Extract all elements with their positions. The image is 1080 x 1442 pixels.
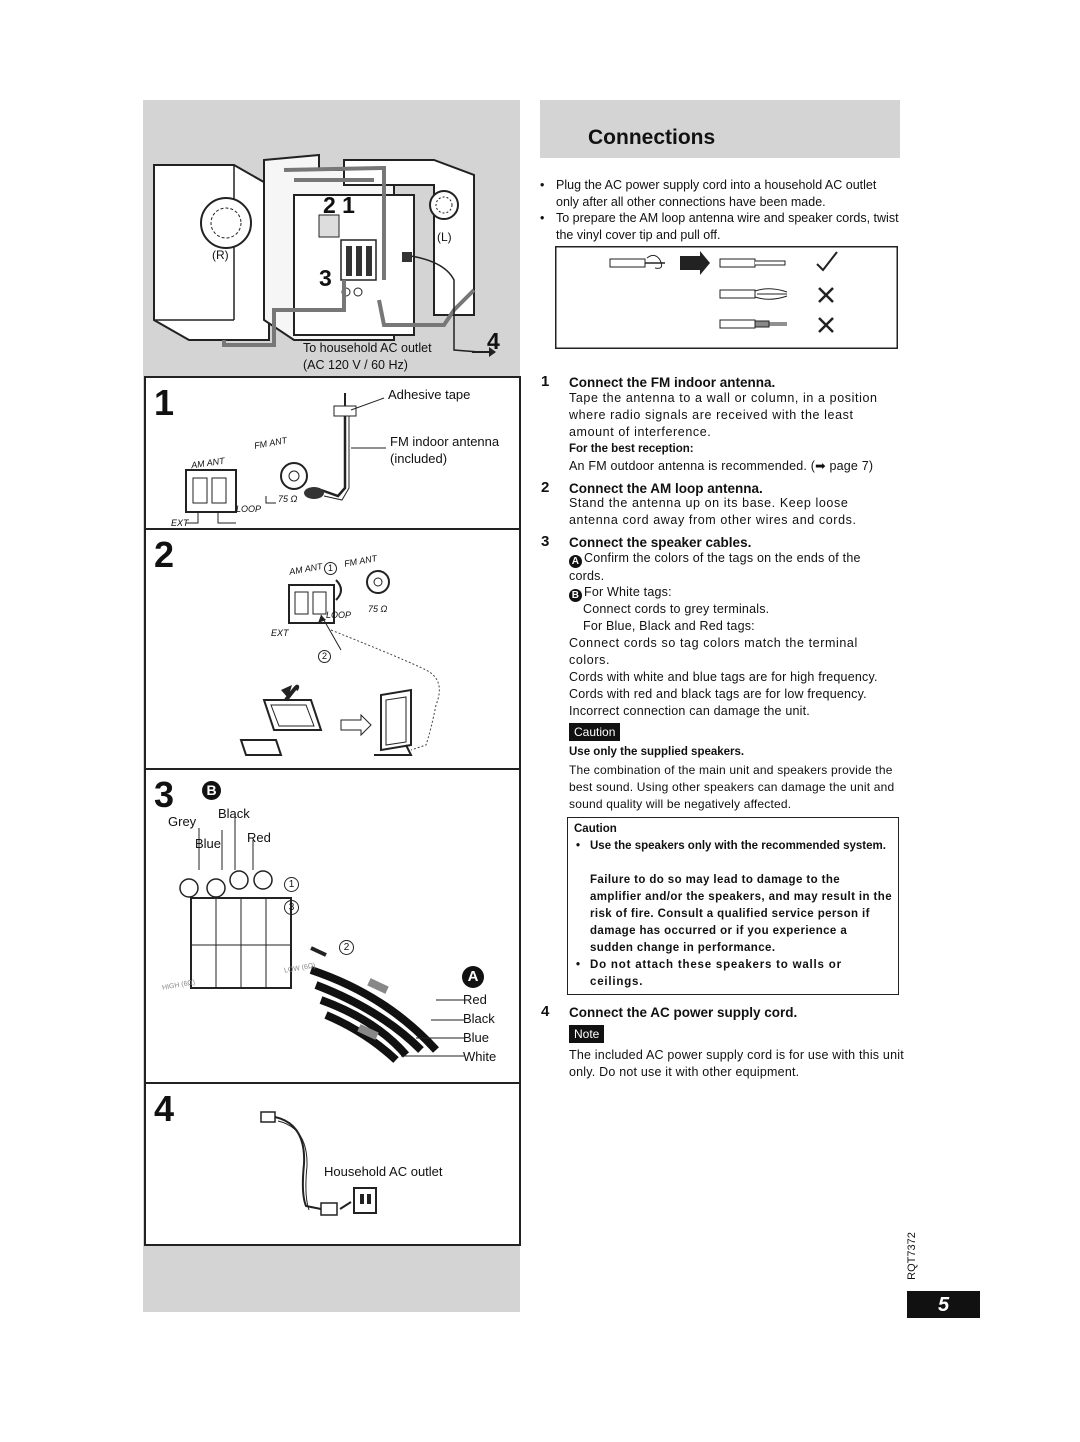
- ac-cord-illustration: [260, 1111, 377, 1216]
- step-4-heading: Connect the AC power supply cord.: [569, 1005, 798, 1020]
- callout-1: 1: [284, 877, 299, 892]
- step-2-body: Stand the antenna up on its base. Keep l…: [569, 496, 857, 527]
- caution-item-2: •Do not attach these speakers to walls o…: [576, 959, 842, 988]
- step-3-b-line3: For Blue, Black and Red tags:: [583, 619, 755, 633]
- step-3-b-line2: Connect cords to grey terminals.: [583, 602, 770, 616]
- page-title: Connections: [588, 126, 716, 149]
- panel-number: 4: [154, 1088, 175, 1129]
- caution-item-1: •Use the speakers only with the recommen…: [576, 840, 886, 852]
- callout-1: 1: [324, 562, 337, 575]
- fm-indoor-antenna-label: FM indoor antenna: [390, 434, 500, 449]
- label-grey: Grey: [168, 814, 197, 829]
- supplied-speakers-heading: Use only the supplied speakers.: [569, 746, 745, 758]
- step-3-a-text: Confirm the colors of the tags on the en…: [569, 551, 861, 583]
- label-left-speaker: (L): [437, 230, 452, 244]
- step-3-heading: Connect the speaker cables.: [569, 535, 752, 550]
- panel-step-2: 2 AM ANT FM ANT EXT LOOP 75 Ω 1 2: [144, 528, 521, 772]
- step-4-number: 4: [541, 1003, 550, 1020]
- caution-box: Caution •Use the speakers only with the …: [567, 817, 899, 995]
- ohm-label: 75 Ω: [278, 494, 298, 504]
- caution-item-1-text: Use the speakers only with the recommend…: [590, 840, 886, 852]
- ohm-label: 75 Ω: [368, 604, 388, 614]
- panel-number: 2: [154, 534, 175, 575]
- wire-preparation-diagram: [555, 246, 898, 349]
- badge-b: B: [202, 781, 221, 800]
- panel-step-4: 4 Household AC outlet: [144, 1082, 521, 1246]
- badge-a: A: [462, 966, 484, 988]
- loop-label: LOOP: [236, 504, 262, 514]
- callout-3: 3: [284, 900, 299, 915]
- panel-step-1: 1 Adhesive tape FM indoor antenna (inclu…: [144, 376, 521, 532]
- callout-4: 4: [487, 328, 500, 354]
- caution-tag: Caution: [569, 723, 621, 741]
- ext-label: EXT: [271, 628, 289, 638]
- document-code: RQT7372: [905, 1232, 918, 1280]
- step-1-body: Tape the antenna to a wall or column, in…: [569, 391, 878, 439]
- step-3-incorrect: Incorrect connection can damage the unit…: [569, 704, 810, 718]
- callout-2: 2: [339, 940, 354, 955]
- page-number: 5: [907, 1291, 980, 1318]
- step-2-number: 2: [541, 479, 550, 496]
- step-4-note-body: The included AC power supply cord is for…: [569, 1048, 904, 1079]
- callout-2: 2: [318, 650, 331, 663]
- label-black: Black: [218, 806, 250, 821]
- household-outlet-label: Household AC outlet: [324, 1164, 443, 1179]
- title-bar: [540, 100, 900, 158]
- panel-step-3: 3 B Grey Black Blue Red HIGH (6Ω) LOW (6…: [144, 768, 521, 1086]
- wire-label-blue: Blue: [463, 1030, 490, 1045]
- step-1-number: 1: [541, 373, 550, 390]
- caution-box-title: Caution: [574, 823, 617, 835]
- label-blue: Blue: [195, 836, 222, 851]
- callout-2-1: 2 1: [323, 192, 355, 218]
- caution-item-2-text: Do not attach these speakers to walls or…: [590, 959, 842, 988]
- am-loop-antenna-illustration: [239, 570, 440, 756]
- panel-number: 1: [154, 382, 175, 423]
- step-1-sub-body: An FM outdoor antenna is recommended. (➡…: [569, 459, 874, 473]
- speaker-cables-illustration: [179, 812, 464, 1063]
- label-red: Red: [247, 830, 271, 845]
- caution-item-1-detail: Failure to do so may lead to damage to t…: [590, 874, 892, 954]
- step-1-heading: Connect the FM indoor antenna.: [569, 375, 776, 390]
- step-3-freq-high: Cords with white and blue tags are for h…: [569, 670, 878, 684]
- intro-bullet: To prepare the AM loop antenna wire and …: [538, 210, 900, 244]
- step-1-sub-heading: For the best reception:: [569, 443, 694, 455]
- wire-label-red: Red: [463, 992, 487, 1007]
- note-tag: Note: [569, 1025, 605, 1043]
- ac-outlet-label: To household AC outlet: [303, 341, 432, 355]
- panel-number: 3: [154, 774, 175, 815]
- marker-a-icon: A: [569, 555, 582, 568]
- system-overview-illustration: [153, 153, 496, 357]
- adhesive-tape-label: Adhesive tape: [388, 387, 471, 402]
- wire-label-white: White: [463, 1049, 497, 1064]
- step-3-freq-low: Cords with red and black tags are for lo…: [569, 687, 867, 701]
- step-3-b-line4: Connect cords so tag colors match the te…: [569, 636, 858, 667]
- marker-b-icon: B: [569, 589, 582, 602]
- loop-label: LOOP: [326, 610, 352, 620]
- label-right-speaker: (R): [212, 248, 229, 262]
- ac-outlet-spec: (AC 120 V / 60 Hz): [303, 358, 408, 372]
- ext-label: EXT: [171, 518, 189, 528]
- step-3-number: 3: [541, 533, 550, 550]
- fm-indoor-included-label: (included): [390, 451, 448, 466]
- step-2-heading: Connect the AM loop antenna.: [569, 481, 763, 496]
- wire-label-black: Black: [463, 1011, 495, 1026]
- callout-3: 3: [319, 265, 332, 291]
- intro-bullet: Plug the AC power supply cord into a hou…: [538, 177, 900, 211]
- fm-antenna-illustration: [185, 393, 386, 524]
- step-3-b-text: For White tags:: [584, 585, 672, 599]
- supplied-speakers-body: The combination of the main unit and spe…: [569, 763, 895, 811]
